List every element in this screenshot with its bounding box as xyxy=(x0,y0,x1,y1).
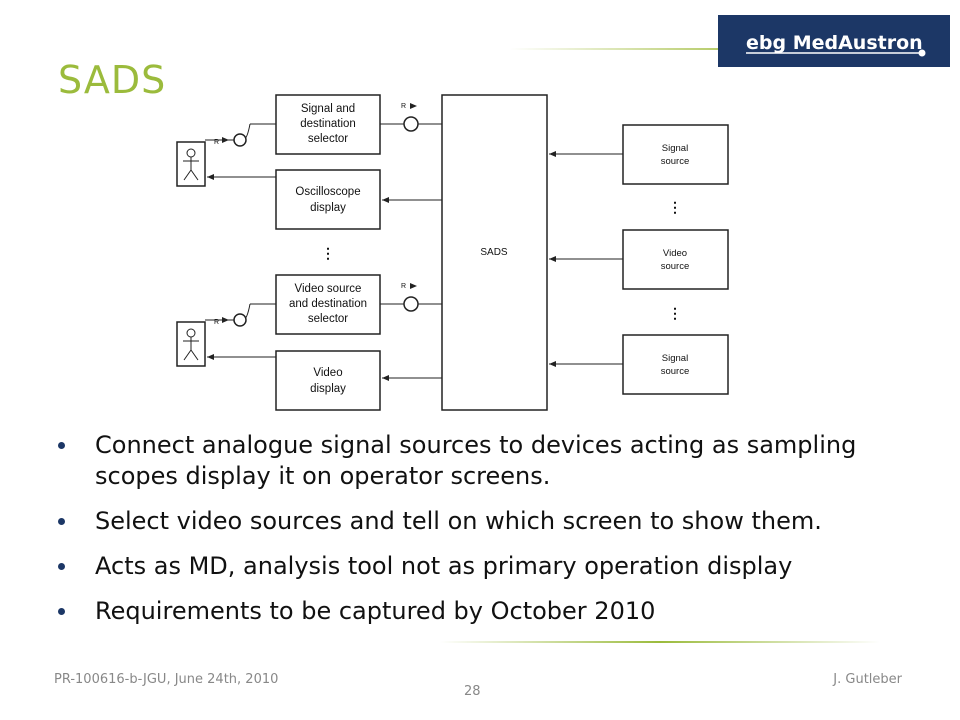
bullet-item: Select video sources and tell on which s… xyxy=(58,506,928,537)
r-port-circle xyxy=(233,313,247,327)
box-label: and destination xyxy=(289,298,367,310)
box-label: Video xyxy=(663,248,687,259)
r-arrow-icon xyxy=(410,103,417,109)
box-label: display xyxy=(310,202,346,214)
box-label: Signal and xyxy=(301,103,355,115)
box-label: Video source xyxy=(295,283,362,295)
box-sads-label: SADS xyxy=(480,247,508,258)
box-label: source xyxy=(661,261,690,272)
r-label: R xyxy=(401,283,406,290)
operator-icon xyxy=(176,321,206,367)
operator-icon xyxy=(176,141,206,187)
ellipsis-right: ⋮ xyxy=(668,305,682,321)
header-green-line xyxy=(510,48,720,50)
bullet-text: Acts as MD, analysis tool not as primary… xyxy=(95,552,793,580)
r-port-circle xyxy=(403,116,419,132)
ellipsis-right: ⋮ xyxy=(668,199,682,215)
logo-bar xyxy=(718,15,950,67)
logo: ebg MedAustron xyxy=(746,32,923,54)
box-label: selector xyxy=(308,313,348,325)
bullet-item: Acts as MD, analysis tool not as primary… xyxy=(58,551,928,582)
r-label: R xyxy=(401,103,406,110)
box-video-source xyxy=(622,229,729,290)
bullet-text: Connect analogue signal sources to devic… xyxy=(95,431,857,490)
box-signal-source-2 xyxy=(622,334,729,395)
bullet-text: Requirements to be captured by October 2… xyxy=(95,597,656,625)
r-arrow-icon xyxy=(410,283,417,289)
footer-reference: PR-100616-b-JGU, June 24th, 2010 xyxy=(54,672,279,687)
r-port-circle xyxy=(403,296,419,312)
box-label: Video xyxy=(313,367,342,379)
bullet-icon xyxy=(58,608,65,615)
bullet-item: Requirements to be captured by October 2… xyxy=(58,596,928,627)
box-label: Oscilloscope xyxy=(295,186,360,198)
bullet-list: Connect analogue signal sources to devic… xyxy=(58,430,928,641)
box-label: Signal xyxy=(662,353,688,364)
box-oscilloscope-display xyxy=(275,169,381,230)
ellipsis-left: ⋮ xyxy=(321,245,335,261)
bullet-icon xyxy=(58,442,65,449)
box-label: destination xyxy=(300,118,356,130)
r-label: R xyxy=(214,139,219,146)
bullet-icon xyxy=(58,518,65,525)
box-label: source xyxy=(661,366,690,377)
bullet-item: Connect analogue signal sources to devic… xyxy=(58,430,928,492)
box-video-display xyxy=(275,350,381,411)
r-label: R xyxy=(214,319,219,326)
bullet-icon xyxy=(58,563,65,570)
box-sads xyxy=(441,94,548,411)
box-label: selector xyxy=(308,133,348,145)
box-label: Signal xyxy=(662,143,688,154)
box-label: display xyxy=(310,383,346,395)
footer-green-line xyxy=(440,641,880,643)
box-signal-source-1 xyxy=(622,124,729,185)
bullet-text: Select video sources and tell on which s… xyxy=(95,507,822,535)
footer-author: J. Gutleber xyxy=(833,672,902,687)
page-title: SADS xyxy=(58,58,167,102)
page-number: 28 xyxy=(464,684,481,699)
box-label: source xyxy=(661,156,690,167)
box-signal-destination-selector xyxy=(275,94,381,155)
r-port-circle xyxy=(233,133,247,147)
